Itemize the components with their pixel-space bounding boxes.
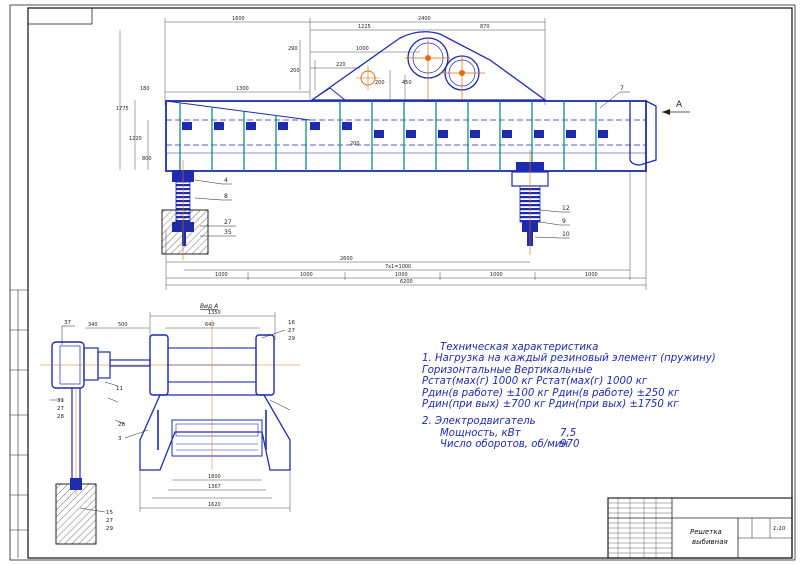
dim-220: 220 — [336, 62, 346, 68]
title-block — [607, 497, 793, 559]
dim-v-1350: 1350 — [208, 310, 221, 316]
leader-26: 26 — [118, 422, 125, 428]
leader-4: 4 — [224, 177, 228, 184]
leader-10: 10 — [562, 231, 570, 238]
spec-rpm: Число оборотов, об/мин970 — [418, 439, 698, 450]
dim-b-1: 1000 — [215, 272, 228, 278]
leader-15: 15 — [106, 510, 113, 516]
dim-200b: 200 — [375, 80, 385, 86]
grate-bolt-block — [566, 130, 576, 138]
title-name-line2: выбивная — [692, 538, 728, 546]
leader-35: 35 — [224, 229, 232, 236]
main-view: 1600 2400 1225 870 1000 290 200 1300 220… — [116, 16, 690, 290]
spec-item1: 1. Нагрузка на каждый резиновый элемент … — [422, 353, 716, 365]
spec-rpm-value: 970 — [560, 439, 580, 451]
leader-31: 31 — [57, 398, 64, 404]
grate-bolt-block — [406, 130, 416, 138]
left-support — [161, 160, 209, 260]
spec-item2: 2. Электродвигатель — [422, 416, 536, 428]
dim-v-340: 340 — [88, 322, 98, 328]
spec-rpm-label: Число оборотов, об/мин — [440, 439, 569, 451]
grate-bolt-block — [342, 122, 352, 130]
grate-bolt-block — [278, 122, 288, 130]
dim-v-500: 500 — [118, 322, 128, 328]
spec-title: Техническая характеристика — [440, 342, 599, 353]
leader-9: 9 — [562, 218, 566, 225]
right-support — [511, 150, 549, 255]
dim-v-640: 640 — [205, 322, 215, 328]
dim-1600: 1600 — [232, 16, 245, 22]
leader-28: 28 — [57, 414, 64, 420]
spec-power: Мощность, кВт 7,5 — [418, 428, 698, 439]
dim-180: 180 — [140, 86, 150, 92]
leader-27b: 27 — [57, 406, 64, 412]
leader-27d: 27 — [106, 518, 113, 524]
dim-1225: 1225 — [358, 24, 371, 30]
dim-200a: 200 — [290, 68, 300, 74]
leader-8: 8 — [224, 193, 228, 200]
dim-1775: 1775 — [116, 106, 129, 112]
leader-29b: 29 — [106, 526, 113, 532]
view-a: Вид А 1350 640 500 340 1800 1367 1620 — [40, 303, 300, 545]
dim-200c: 200 — [350, 141, 360, 147]
dim-b-4: 1000 — [490, 272, 503, 278]
dim-6200: 6200 — [400, 279, 413, 285]
dim-b-2: 1000 — [300, 272, 313, 278]
dim-870: 870 — [480, 24, 490, 30]
sheet-frame — [9, 4, 796, 561]
view-a-label: Вид А — [200, 303, 218, 310]
spec-power-value: 7,5 — [560, 427, 577, 439]
spec-orient: Горизонтальные Вертикальные — [422, 364, 593, 376]
leader-27: 27 — [224, 219, 232, 226]
spec-line-c: Рдин(при вых) ±700 кг Рдин(при вых) ±175… — [422, 399, 679, 411]
view-arrow-label: A — [676, 100, 683, 110]
dim-2400: 2400 — [418, 16, 431, 22]
grate-bolt-block — [246, 122, 256, 130]
grate-bolt-block — [598, 130, 608, 138]
dim-1220: 1220 — [129, 136, 142, 142]
leader-27c: 27 — [288, 328, 295, 334]
grate-bolt-block — [534, 130, 544, 138]
grate-bolt-block — [214, 122, 224, 130]
leader-3: 3 — [118, 436, 122, 442]
grate-bolt-block — [470, 130, 480, 138]
grate-bolt-block — [438, 130, 448, 138]
leader-12: 12 — [562, 205, 570, 212]
spec-power-label: Мощность, кВт — [440, 427, 521, 439]
leader-7: 7 — [620, 85, 624, 92]
dim-b-5: 1000 — [585, 272, 598, 278]
technical-specs: Техническая характеристика 1. Нагрузка н… — [418, 342, 716, 451]
dim-7x1000: 7x1=1000 — [385, 264, 411, 270]
dim-450: 450 — [402, 80, 412, 86]
title-name-line1: Решетка — [690, 528, 722, 536]
dim-1300: 1300 — [236, 86, 249, 92]
grate-bolt-block — [502, 130, 512, 138]
grate-bolt-block — [310, 122, 320, 130]
leader-11: 11 — [116, 386, 123, 392]
dim-2600: 2600 — [340, 256, 353, 262]
grate-bolt-block — [374, 130, 384, 138]
dim-v-1620: 1620 — [208, 502, 221, 508]
dim-1000: 1000 — [356, 46, 369, 52]
leader-16: 16 — [288, 320, 295, 326]
dim-v-1367: 1367 — [208, 484, 221, 490]
grate-bolt-block — [182, 122, 192, 130]
spec-line-a: Рстат(мах(г) 1000 кг Рстат(мах(г) 1000 к… — [422, 376, 648, 388]
dim-290: 290 — [288, 46, 298, 52]
leader-37: 37 — [64, 320, 71, 326]
dim-v-1600: 1800 — [208, 474, 221, 480]
leader-29: 29 — [288, 336, 295, 342]
spec-line-b: Рдин(в работе) ±100 кг Рдин(в работе) ±2… — [422, 387, 680, 399]
title-scale: 1:10 — [773, 526, 786, 532]
dim-800: 800 — [142, 156, 152, 162]
dim-b-3: 1000 — [395, 272, 408, 278]
